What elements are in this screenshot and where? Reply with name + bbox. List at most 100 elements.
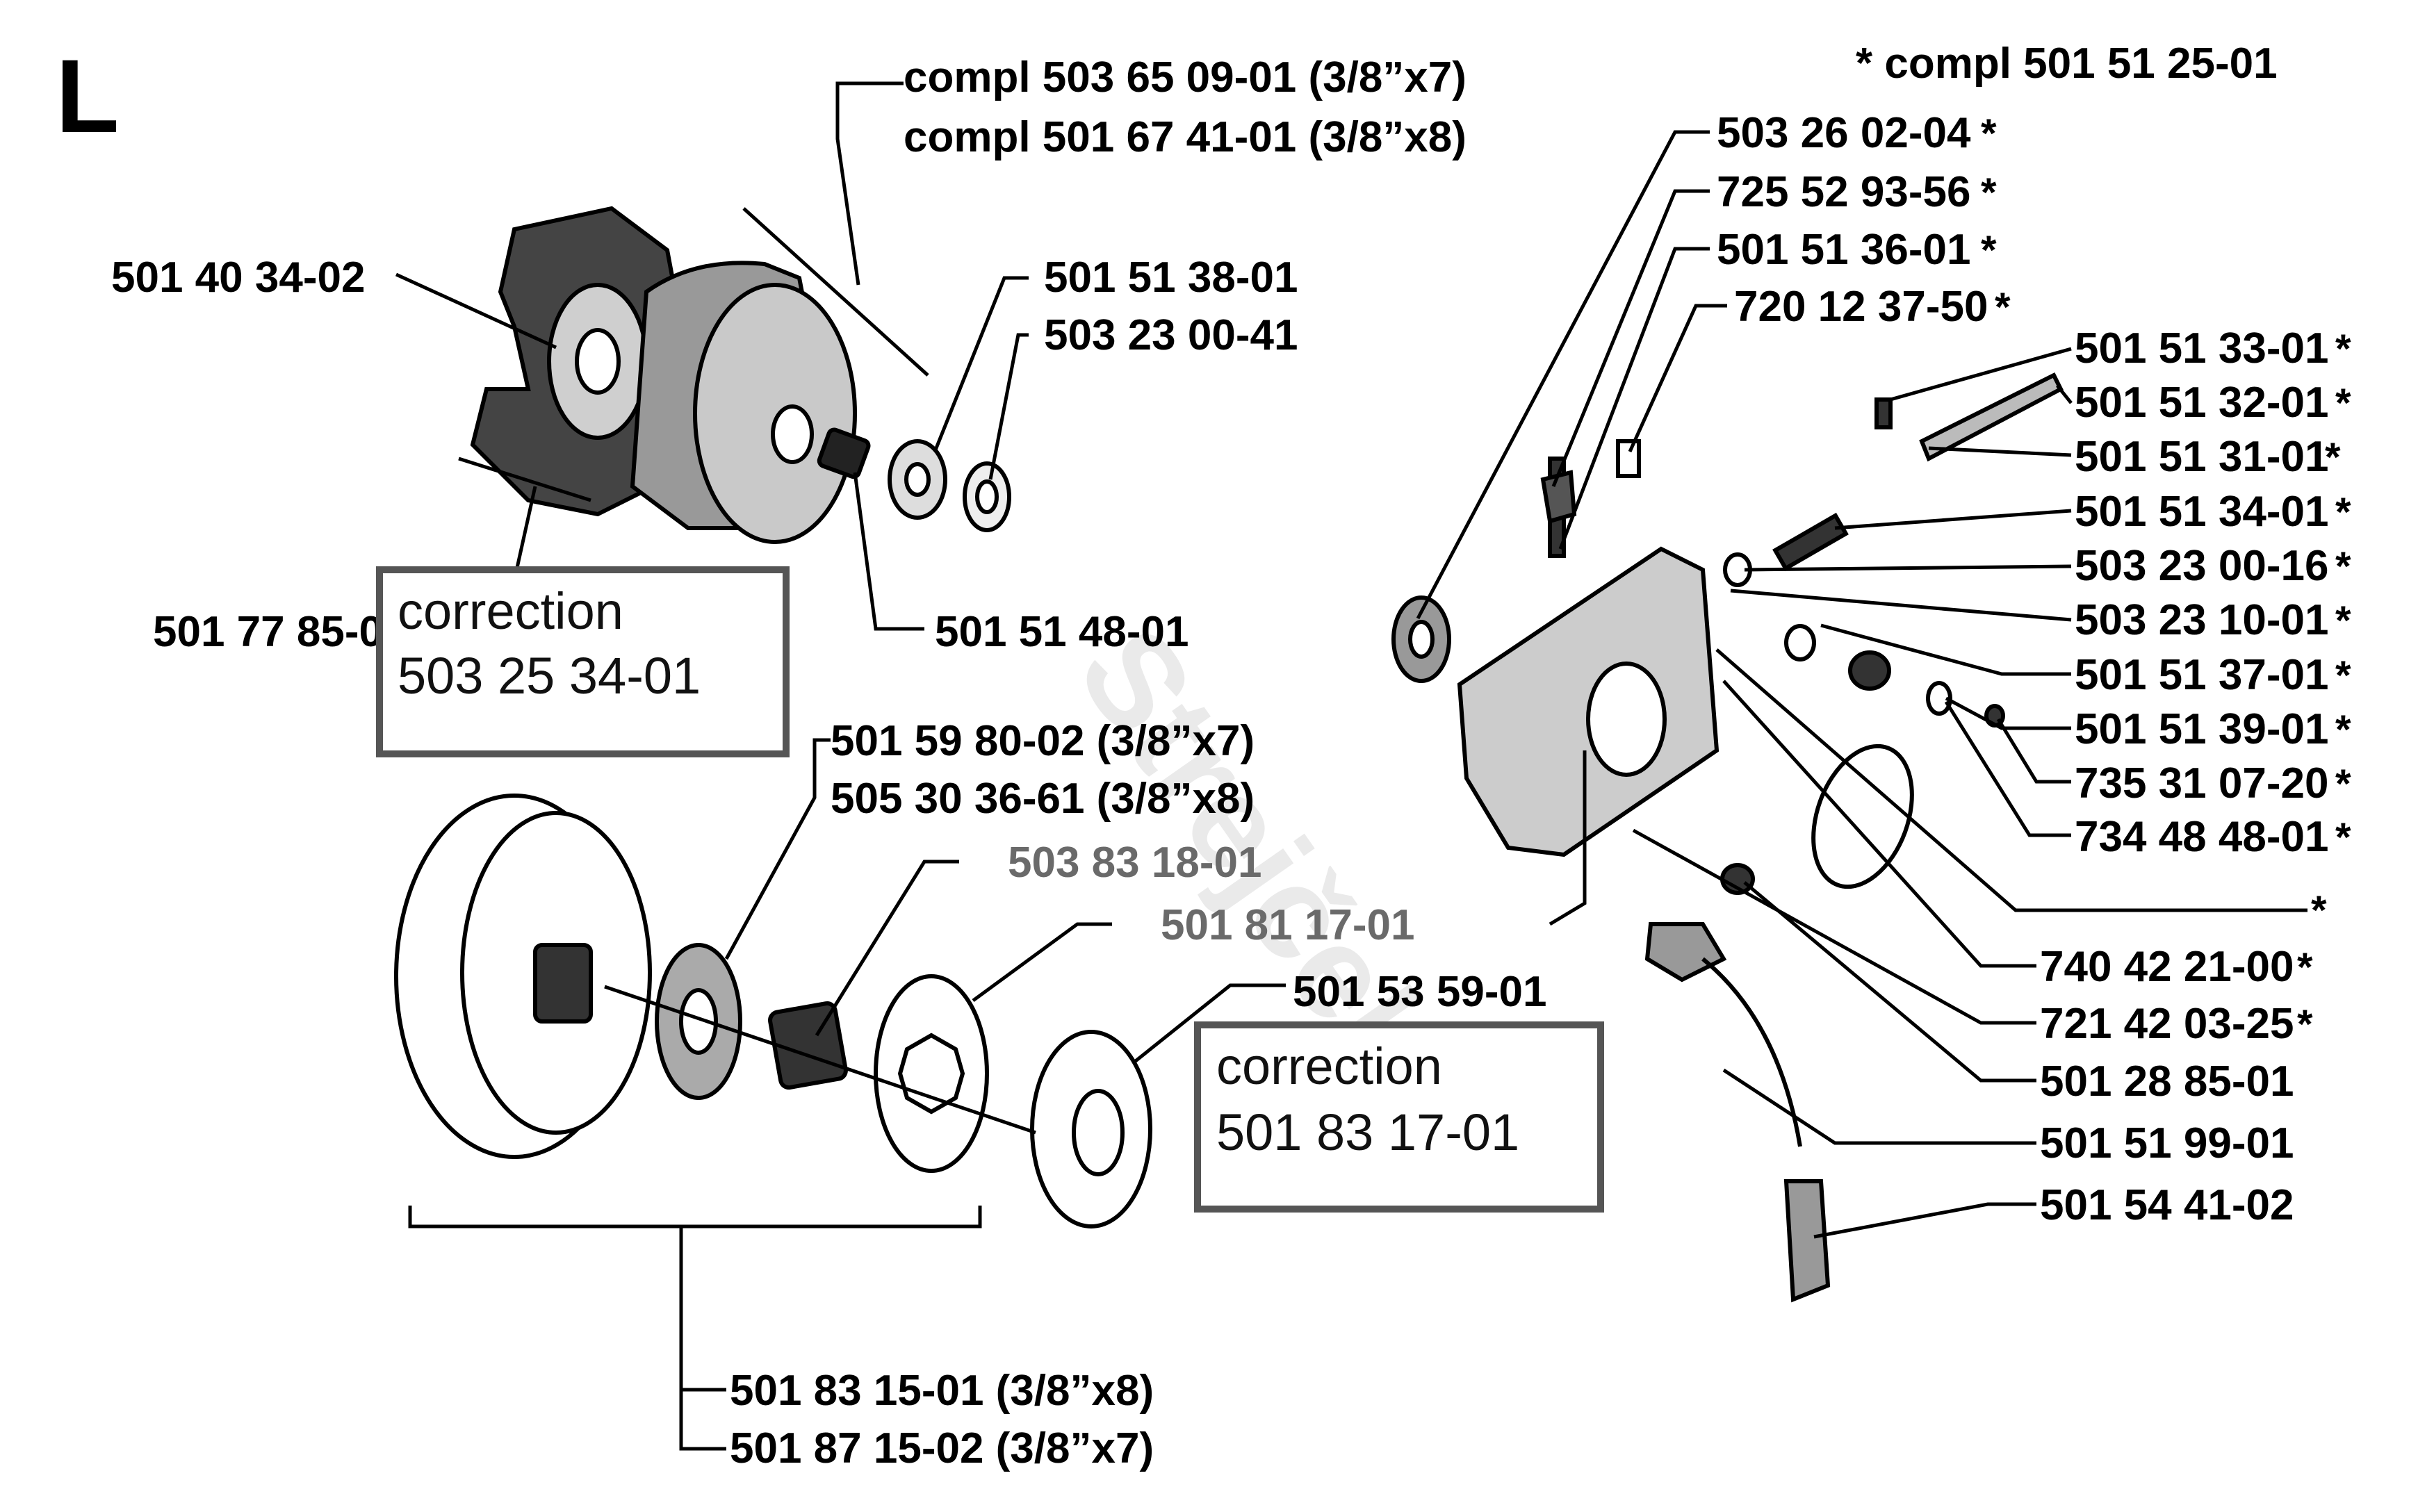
leader-503831801	[815, 860, 959, 1037]
star-501513401: *	[2335, 490, 2351, 535]
leader-721420325	[1632, 828, 2036, 1025]
leader-501513401	[1834, 509, 2072, 530]
clutch-hub-bore	[575, 328, 621, 395]
leader-501513201	[2056, 384, 2073, 404]
leader-720123750	[1628, 304, 1727, 453]
leader-star-row	[1715, 648, 2307, 912]
label-501288501: 501 28 85-01	[2040, 1058, 2294, 1106]
correction-box-1-number: 503 25 34-01	[398, 647, 701, 705]
label-740422100: 740 42 21-00	[2040, 943, 2294, 991]
label-compl-right: * compl 501 51 25-01	[1856, 40, 2278, 88]
correction-box-1: correction 503 25 34-01	[376, 566, 790, 757]
seal-ring-bore	[1408, 620, 1435, 659]
star-503231001: *	[2335, 598, 2351, 643]
section-letter: L	[56, 38, 120, 154]
label-501831501: 501 83 15-01 (3/8”x8)	[730, 1367, 1154, 1415]
adjust-screw	[1919, 372, 2064, 462]
hose-fitting	[1644, 922, 1727, 983]
label-505303661: 505 30 36-61 (3/8”x8)	[831, 775, 1255, 823]
leader-housing	[1549, 750, 1587, 926]
leader-503230041	[988, 333, 1029, 480]
assembly-axis	[604, 985, 1036, 1135]
correction-box-1-frame	[376, 566, 790, 757]
correction-box-2-title: correction	[1216, 1037, 1442, 1095]
label-720123750: 720 12 37-50	[1734, 283, 1988, 331]
label-501513201: 501 51 32-01	[2075, 379, 2328, 427]
label-501513701: 501 51 37-01	[2075, 651, 2328, 699]
star-503230016: *	[2335, 544, 2351, 589]
star-735310720: *	[2335, 762, 2351, 807]
leader-501513101	[1928, 446, 2072, 457]
label-501513601: 501 51 36-01	[1717, 226, 1970, 274]
label-501598002: 501 59 80-02 (3/8”x7)	[831, 717, 1255, 765]
star-501513701: *	[2335, 653, 2351, 698]
clutch-assembly[interactable]	[470, 206, 1011, 544]
label-501403402: 501 40 34-02	[111, 254, 365, 302]
star-720123750: *	[1995, 285, 2011, 330]
leader-503260204	[1416, 130, 1710, 620]
pin	[1616, 439, 1641, 478]
correction-box-2-number: 501 83 17-01	[1216, 1103, 1519, 1161]
leader-501544102	[1813, 1202, 2036, 1239]
star-503260204: *	[1981, 111, 1997, 156]
correction-box-1-title: correction	[398, 582, 623, 640]
drive-sprocket-star	[897, 1033, 965, 1115]
leader-501513301	[1890, 347, 2072, 402]
leader-501598002	[724, 738, 831, 960]
correction-box-2-frame	[1194, 1021, 1604, 1213]
label-501514801: 501 51 48-01	[935, 608, 1188, 656]
label-503230016: 503 23 00-16	[2075, 542, 2328, 590]
thrust-washer-bore	[1072, 1089, 1125, 1176]
leader-501513601	[1558, 247, 1710, 550]
leader-725529356	[1551, 189, 1710, 487]
correction-box-2: correction 501 83 17-01	[1194, 1021, 1604, 1213]
o-ring	[1811, 743, 1914, 889]
leader-501519901	[1722, 1068, 2036, 1145]
bracket-bottom	[408, 1206, 982, 1228]
leader-501535901	[1132, 983, 1286, 1065]
label-501871502: 501 87 15-02 (3/8”x7)	[730, 1424, 1154, 1472]
label-501535901: 501 53 59-01	[1293, 968, 1546, 1016]
leader-503230016	[1744, 564, 2072, 572]
label-compl-1: compl 503 65 09-01 (3/8”x7)	[904, 54, 1467, 101]
leader-compl-bracket	[742, 207, 929, 377]
leader-503231001	[1730, 589, 2072, 622]
washer-small-2	[1784, 624, 1816, 662]
gear	[1848, 650, 1891, 691]
star-740422100: *	[2297, 945, 2313, 990]
label-725529356: 725 52 93-56	[1717, 168, 1970, 216]
label-501544102: 501 54 41-02	[2040, 1181, 2294, 1229]
leader-compl	[835, 81, 904, 286]
clutch-drum-face	[693, 283, 857, 544]
oil-filter	[1783, 1179, 1831, 1303]
leader-501288501	[1743, 881, 2036, 1083]
leader-735310720	[1996, 718, 2071, 784]
label-503831801: 503 83 18-01	[1008, 839, 1261, 887]
label-501513901: 501 51 39-01	[2075, 705, 2328, 753]
star-501513601: *	[1981, 228, 1997, 273]
leader-501513701	[1820, 623, 2071, 676]
clutch-drum-center	[771, 404, 814, 464]
sprocket-assembly[interactable]	[394, 794, 1152, 1228]
star-501513901: *	[2335, 707, 2351, 753]
star-501513201: *	[2335, 381, 2351, 426]
spring	[1772, 512, 1849, 572]
needle-bearing-bore	[904, 462, 931, 497]
leader-501513901	[1945, 696, 2071, 730]
washer-bore	[975, 479, 999, 514]
pin-small	[1874, 397, 1893, 429]
leader-bottom-bracket	[679, 1226, 726, 1451]
star-501513101: *	[2325, 435, 2341, 480]
leader-501514801	[853, 472, 924, 631]
washer-small-3	[1926, 681, 1952, 716]
label-50177850: 501 77 85-0	[153, 608, 383, 656]
needle-bearing-lower	[768, 1001, 848, 1090]
label-503260204: 503 26 02-04	[1717, 109, 1971, 157]
pump-housing-bore	[1586, 662, 1667, 777]
star-standalone: *	[2311, 888, 2327, 933]
label-501513401: 501 51 34-01	[2075, 488, 2328, 536]
leader-501811701	[972, 922, 1112, 1003]
star-501513301: *	[2335, 327, 2351, 372]
